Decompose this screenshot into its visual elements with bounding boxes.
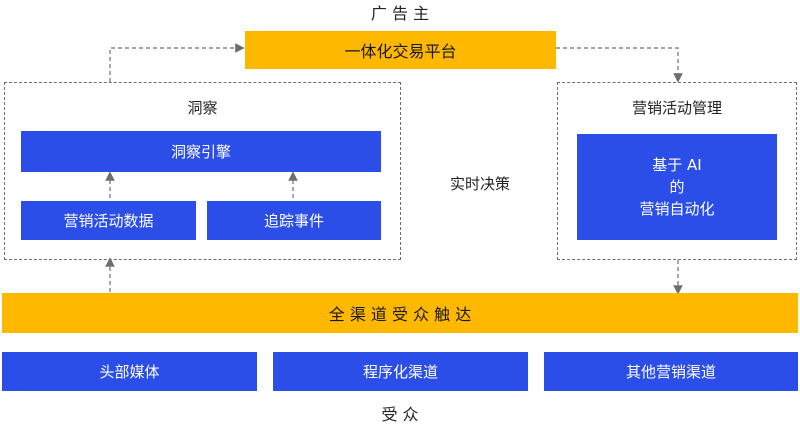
channel-other-marketing: 其他营销渠道 [544, 352, 798, 391]
ai-automation-line-1: 基于 AI [652, 156, 702, 174]
realtime-decision-label: 实时决策 [449, 175, 510, 193]
audience-label: 受 众 [381, 405, 419, 424]
trading-platform-box: 一体化交易平台 [245, 31, 556, 69]
channel-head-media: 头部媒体 [2, 352, 257, 391]
campaign-management-label: 营销活动管理 [631, 99, 722, 117]
channel-programmatic: 程序化渠道 [273, 352, 528, 391]
ai-automation-line-2: 的 [669, 178, 685, 196]
insight-engine-box: 洞察引擎 [21, 131, 381, 172]
omnichannel-reach-bar: 全 渠 道 受 众 触 达 [2, 293, 798, 333]
ai-automation-line-3: 营销自动化 [639, 200, 715, 218]
tracking-events-box: 追踪事件 [207, 201, 381, 240]
marketing-data-box: 营销活动数据 [21, 201, 196, 240]
ai-automation-box: 基于 AI 的 营销自动化 [577, 134, 777, 240]
advertiser-label: 广 告 主 [370, 4, 430, 23]
insight-label: 洞察 [187, 99, 218, 117]
arrow-platform-to-campaign [556, 47, 683, 83]
arrow-insight-to-platform [109, 43, 245, 82]
campaign-management-group [557, 82, 797, 260]
insight-group [4, 82, 401, 260]
